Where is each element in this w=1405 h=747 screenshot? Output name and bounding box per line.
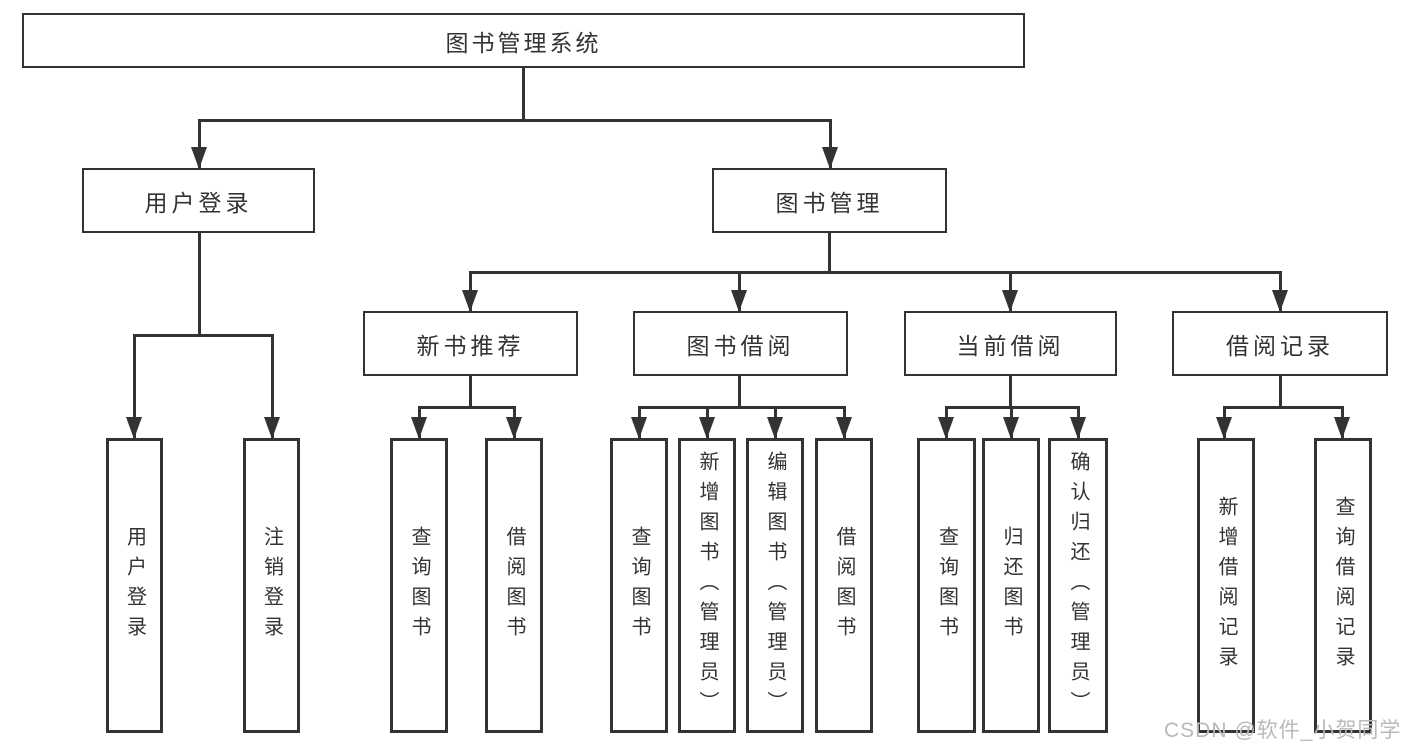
arrow-down-icon — [264, 417, 280, 439]
connector-line — [828, 118, 832, 169]
leaf-query-books-borrowing: 查询图书 — [610, 438, 668, 733]
arrow-down-icon — [1272, 290, 1288, 312]
node-book-management: 图书管理 — [712, 168, 947, 233]
connector-line — [1222, 405, 1344, 409]
leaf-borrow-books-borrowing: 借阅图书 — [815, 438, 873, 733]
connector-line — [197, 118, 201, 169]
node-label: 借阅记录 — [1226, 332, 1334, 359]
arrow-down-icon — [1002, 290, 1018, 312]
arrow-down-icon — [731, 290, 747, 312]
node-label: 新增图书（管理员） — [696, 450, 718, 721]
connector-line — [827, 233, 831, 273]
connector-line — [417, 405, 516, 409]
node-label: 归还图书 — [1000, 525, 1022, 646]
arrow-down-icon — [462, 290, 478, 312]
connector-line — [521, 68, 525, 121]
connector-line — [468, 376, 472, 408]
node-book-borrowing: 图书借阅 — [633, 311, 848, 376]
connector-line — [1278, 376, 1282, 408]
arrow-down-icon — [938, 417, 954, 439]
arrow-down-icon — [1070, 417, 1086, 439]
node-label: 注销登录 — [260, 525, 283, 646]
leaf-borrow-books-recommend: 借阅图书 — [485, 438, 543, 733]
arrow-down-icon — [1334, 417, 1350, 439]
leaf-logout: 注销登录 — [243, 438, 300, 733]
node-label: 查询借阅记录 — [1332, 495, 1354, 676]
node-label: 查询图书 — [628, 525, 650, 646]
node-label: 借阅图书 — [833, 525, 855, 646]
node-borrowing-records: 借阅记录 — [1172, 311, 1388, 376]
node-label: 当前借阅 — [956, 332, 1065, 359]
node-label: 图书管理 — [775, 189, 884, 216]
node-user-login: 用户登录 — [82, 168, 315, 233]
arrow-down-icon — [767, 417, 783, 439]
node-label: 新书推荐 — [416, 332, 525, 359]
leaf-query-borrow-record: 查询借阅记录 — [1314, 438, 1372, 733]
connector-line — [270, 333, 274, 439]
node-label: 查询图书 — [408, 525, 430, 646]
node-label: 图书借阅 — [686, 332, 795, 359]
node-label: 编辑图书（管理员） — [764, 450, 786, 721]
leaf-user-login: 用户登录 — [106, 438, 163, 733]
connector-line — [132, 333, 136, 439]
arrow-down-icon — [699, 417, 715, 439]
arrow-down-icon — [822, 147, 838, 169]
arrow-down-icon — [631, 417, 647, 439]
connector-line — [637, 405, 846, 409]
leaf-add-books-admin: 新增图书（管理员） — [678, 438, 736, 733]
node-label: 确认归还（管理员） — [1067, 450, 1089, 721]
arrow-down-icon — [126, 417, 142, 439]
leaf-edit-books-admin: 编辑图书（管理员） — [746, 438, 804, 733]
leaf-query-books-recommend: 查询图书 — [390, 438, 448, 733]
node-new-book-recommendation: 新书推荐 — [363, 311, 578, 376]
connector-line — [132, 333, 274, 337]
arrow-down-icon — [1003, 417, 1019, 439]
connector-line — [197, 233, 201, 336]
node-label: 图书管理系统 — [445, 29, 602, 56]
leaf-add-borrow-record: 新增借阅记录 — [1197, 438, 1255, 733]
arrow-down-icon — [836, 417, 852, 439]
node-label: 用户登录 — [123, 525, 146, 646]
connector-line — [737, 376, 741, 408]
node-current-borrowing: 当前借阅 — [904, 311, 1117, 376]
leaf-confirm-return-admin: 确认归还（管理员） — [1048, 438, 1108, 733]
arrow-down-icon — [1216, 417, 1232, 439]
arrow-down-icon — [191, 147, 207, 169]
arrow-down-icon — [411, 417, 427, 439]
connector-line — [468, 270, 1282, 274]
node-library-management-system: 图书管理系统 — [22, 13, 1025, 68]
arrow-down-icon — [506, 417, 522, 439]
leaf-query-books-current: 查询图书 — [917, 438, 976, 733]
node-label: 用户登录 — [144, 189, 253, 216]
node-label: 新增借阅记录 — [1215, 495, 1237, 676]
node-label: 查询图书 — [935, 525, 958, 646]
leaf-return-books: 归还图书 — [982, 438, 1040, 733]
connector-line — [197, 118, 832, 122]
node-label: 借阅图书 — [503, 525, 525, 646]
connector-line — [1008, 376, 1012, 408]
csdn-watermark: CSDN @软件_小贺同学 — [1164, 719, 1402, 742]
